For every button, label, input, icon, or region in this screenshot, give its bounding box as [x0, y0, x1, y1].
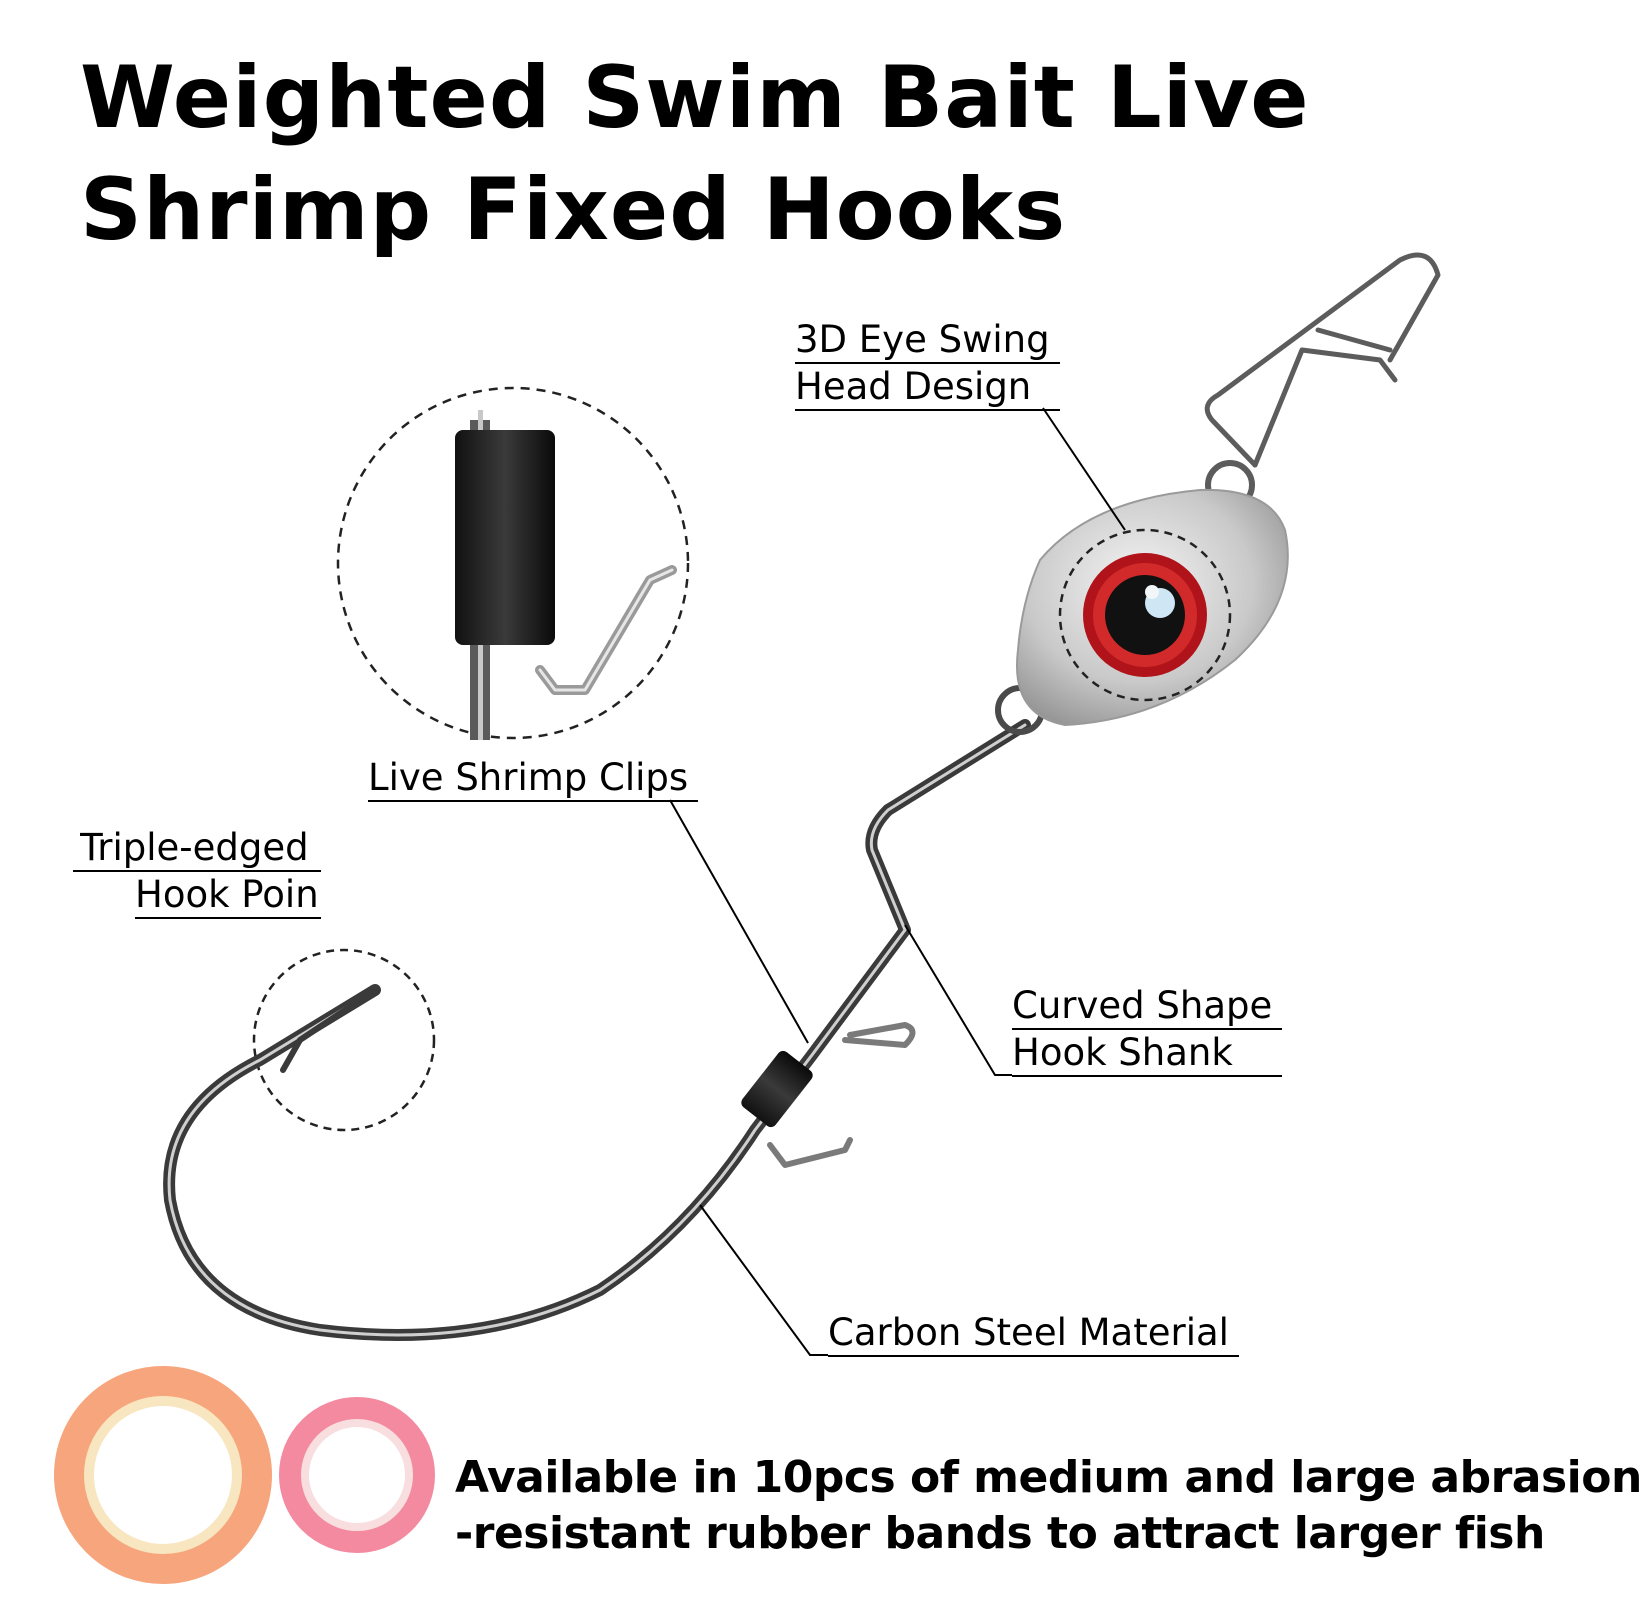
callout-eye-line-2: Head Design — [795, 364, 1060, 411]
title-line-2: Shrimp Fixed Hooks — [80, 160, 1067, 260]
callout-carbon-line-1: Carbon Steel Material — [828, 1310, 1239, 1357]
callout-eye-design: 3D Eye Swing Head Design — [795, 317, 1060, 411]
footer-line-1: Available in 10pcs of medium and large a… — [455, 1452, 1642, 1503]
callout-hook-shank: Curved Shape Hook Shank — [1012, 983, 1283, 1077]
callout-eye-line-1: 3D Eye Swing — [795, 317, 1060, 364]
callout-point-line-2: Hook Poin — [135, 872, 321, 919]
shrimp-clip-tube — [741, 1050, 813, 1128]
hook-barb — [280, 987, 378, 1073]
callout-shank-line-2: Hook Shank — [1012, 1030, 1283, 1077]
leader-lines — [669, 407, 1126, 1356]
shrimp-clip-upper — [842, 1022, 916, 1048]
snap-swivel-icon — [1204, 252, 1441, 510]
eye-zoom-circle — [1058, 528, 1232, 702]
callout-clips-line-1: Live Shrimp Clips — [368, 755, 699, 802]
hook-icon — [163, 719, 1031, 1341]
rubber-band-description: Available in 10pcs of medium and large a… — [455, 1450, 1642, 1562]
callout-shrimp-clips: Live Shrimp Clips — [368, 755, 699, 802]
page-title: Weighted Swim Bait Live Shrimp Fixed Hoo… — [80, 42, 1480, 266]
callout-carbon-steel: Carbon Steel Material — [828, 1310, 1239, 1357]
shrimp-clip-lower — [767, 1137, 853, 1168]
band-small — [279, 1397, 435, 1553]
callout-point-line-1: Triple-edged — [73, 825, 321, 872]
title-line-1: Weighted Swim Bait Live — [80, 48, 1310, 148]
band-large — [54, 1366, 272, 1584]
callout-hook-point: Triple-edged Hook Poin — [73, 825, 321, 919]
zoom-tube — [455, 430, 555, 645]
clip-zoom-detail — [336, 386, 690, 740]
point-zoom-circle — [252, 948, 436, 1132]
jig-head-icon — [995, 488, 1289, 735]
rubber-band-icon — [54, 1366, 435, 1584]
footer-line-2: -resistant rubber bands to attract large… — [455, 1508, 1545, 1559]
callout-shank-line-1: Curved Shape — [1012, 983, 1283, 1030]
product-illustration — [54, 252, 1441, 1584]
